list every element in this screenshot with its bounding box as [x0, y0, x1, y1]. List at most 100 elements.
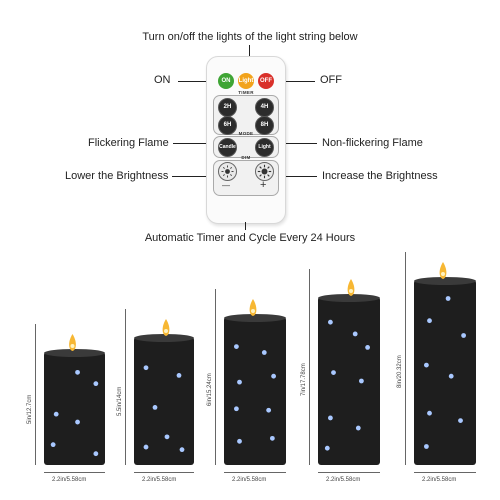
width-dimension-line	[224, 472, 286, 473]
led-light	[152, 405, 158, 410]
candle-body	[318, 297, 380, 465]
candle-graphic	[318, 279, 380, 465]
candle-3	[224, 287, 286, 465]
flame-core	[251, 309, 255, 313]
flame-icon	[69, 334, 76, 351]
remote-control: ON Light OFF TIMER 2H 4H 6H 8H MODE Cand…	[206, 56, 286, 224]
mode-label: MODE	[238, 131, 254, 136]
led-light	[352, 331, 358, 337]
candle-graphic	[414, 262, 476, 465]
candle-5	[414, 250, 476, 465]
non-flickering-callout: Non-flickering Flame	[322, 137, 423, 149]
on-callout: ON	[154, 74, 171, 86]
led-light	[355, 425, 361, 431]
flickering-callout: Flickering Flame	[88, 137, 169, 149]
off-callout-line	[279, 81, 315, 82]
flame-icon	[162, 319, 170, 336]
width-dimension-line	[414, 472, 476, 473]
led-light	[234, 344, 239, 349]
off-callout: OFF	[320, 74, 342, 86]
candle-graphic	[224, 299, 286, 465]
candle-top	[224, 314, 286, 322]
led-light	[53, 411, 59, 417]
led-light	[328, 319, 333, 325]
width-label: 2.2in/5.58cm	[142, 477, 177, 483]
led-light	[93, 451, 99, 457]
led-light	[445, 296, 451, 301]
led-light	[261, 350, 267, 355]
flickering-callout-line	[173, 143, 212, 144]
candle-top	[44, 349, 105, 357]
candle-1	[44, 322, 105, 465]
height-dimension-line	[309, 269, 310, 465]
height-label: 5in/12.7cm	[27, 394, 33, 424]
led-light	[328, 415, 333, 421]
bottom-caption-pointer	[245, 222, 246, 230]
candle-graphic	[134, 319, 194, 465]
flame-core	[441, 272, 445, 276]
led-light	[75, 369, 80, 375]
led-light	[359, 378, 364, 384]
plus-sign: +	[260, 179, 267, 191]
led-light	[50, 442, 56, 448]
timer-6h-button[interactable]: 6H	[218, 116, 237, 135]
candle-top	[414, 277, 476, 285]
light-button[interactable]: Light	[238, 73, 254, 89]
top-caption: Turn on/off the lights of the light stri…	[142, 31, 358, 43]
height-label: 7in/17.78cm	[301, 363, 307, 396]
dim-panel: — +	[213, 160, 279, 196]
timer-panel: 2H 4H 6H 8H	[213, 95, 279, 135]
led-light	[93, 381, 99, 387]
led-light	[143, 365, 149, 371]
width-label: 2.2in/5.58cm	[232, 477, 267, 483]
candle-body	[414, 280, 476, 465]
caption-pointer-line	[249, 45, 250, 56]
height-dimension-line	[35, 324, 36, 465]
mode-panel: Candle Light	[213, 136, 279, 158]
dim-down-button[interactable]	[218, 162, 237, 181]
candle-4	[318, 267, 380, 465]
light-mode-button[interactable]: Light	[255, 138, 274, 157]
led-light	[269, 435, 275, 441]
led-light	[234, 406, 239, 412]
candle-top	[134, 334, 194, 342]
led-light	[179, 447, 185, 453]
width-dimension-line	[318, 472, 380, 473]
candle-body	[224, 317, 286, 465]
candle-mode-button[interactable]: Candle	[218, 138, 237, 157]
led-light	[461, 333, 466, 338]
led-light	[143, 444, 149, 450]
flame-core	[164, 329, 168, 333]
led-light	[424, 444, 429, 449]
candle-body	[44, 352, 105, 465]
candle-2	[134, 307, 194, 465]
width-label: 2.2in/5.58cm	[422, 477, 457, 483]
width-dimension-line	[44, 472, 105, 473]
led-light	[75, 419, 80, 425]
led-light	[164, 434, 170, 440]
led-light	[458, 418, 463, 423]
on-callout-line	[178, 81, 212, 82]
dim-up-button[interactable]	[255, 162, 274, 181]
timer-8h-button[interactable]: 8H	[255, 116, 274, 135]
non-flickering-callout-line	[279, 143, 317, 144]
width-label: 2.2in/5.58cm	[326, 477, 361, 483]
flame-core	[70, 344, 75, 348]
sun-dim-icon	[221, 165, 234, 178]
height-label: 6in/15.24cm	[207, 373, 213, 406]
candle-top	[318, 294, 380, 302]
candle-body	[134, 337, 194, 465]
width-dimension-line	[134, 472, 194, 473]
width-label: 2.2in/5.58cm	[52, 477, 87, 483]
led-light	[176, 373, 182, 378]
flame-icon	[249, 299, 257, 316]
led-light	[427, 410, 432, 416]
flame-icon	[439, 262, 447, 279]
led-light	[266, 407, 272, 413]
led-light	[237, 438, 242, 444]
off-button[interactable]: OFF	[258, 73, 274, 89]
on-button[interactable]: ON	[218, 73, 234, 89]
bottom-caption: Automatic Timer and Cycle Every 24 Hours	[144, 232, 356, 244]
height-label: 8in/20.32cm	[397, 354, 403, 388]
